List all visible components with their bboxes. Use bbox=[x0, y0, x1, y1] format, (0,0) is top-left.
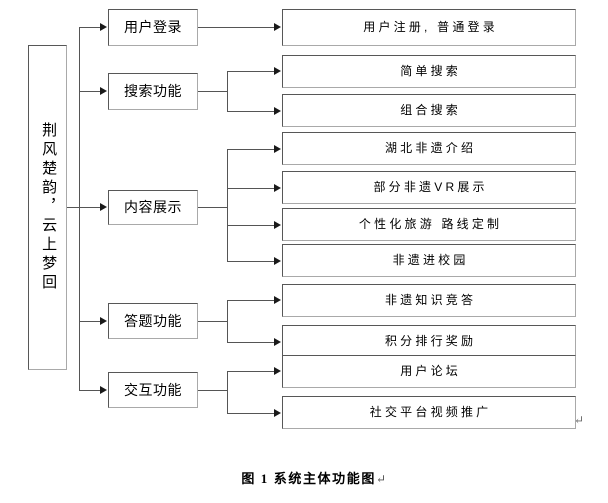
connector-content-to-campus bbox=[227, 261, 275, 262]
leaf-partial-ich-vr-display[interactable]: 部分非遗VR展示 bbox=[282, 171, 576, 204]
connector-content-to-vr bbox=[227, 188, 275, 189]
connector-interaction-stem bbox=[198, 390, 227, 391]
arrow-head-icon bbox=[274, 367, 281, 375]
figure-caption-text: 图 1 系统主体功能图 bbox=[241, 471, 376, 486]
connector-root-to-interaction bbox=[79, 390, 101, 391]
connector-quiz-spine bbox=[227, 300, 228, 342]
leaf-user-register-login[interactable]: 用户注册, 普通登录 bbox=[282, 9, 576, 46]
connector-user-login-to-register bbox=[198, 27, 275, 28]
arrow-head-icon bbox=[274, 296, 281, 304]
root-trunk-vertical bbox=[79, 27, 80, 390]
connector-search-to-simple bbox=[227, 71, 275, 72]
leaf-user-forum[interactable]: 用户论坛 bbox=[282, 355, 576, 388]
connector-interaction-to-social bbox=[227, 413, 275, 414]
arrow-head-icon bbox=[100, 87, 107, 95]
connector-search-stem bbox=[198, 91, 227, 92]
node-interaction-function[interactable]: 交互功能 bbox=[108, 372, 198, 408]
arrow-head-icon bbox=[274, 257, 281, 265]
system-function-diagram: 荆风楚韵，云上梦回 用户登录 搜索功能 内容展示 答题功能 交互功能 bbox=[28, 9, 585, 486]
arrow-head-icon bbox=[100, 317, 107, 325]
connector-content-spine bbox=[227, 149, 228, 261]
leaf-ich-into-campus[interactable]: 非遗进校园 bbox=[282, 244, 576, 277]
leaf-points-ranking-reward[interactable]: 积分排行奖励 bbox=[282, 325, 576, 358]
connector-quiz-stem bbox=[198, 321, 227, 322]
node-quiz-function[interactable]: 答题功能 bbox=[108, 303, 198, 339]
connector-content-to-route bbox=[227, 225, 275, 226]
node-search-function[interactable]: 搜索功能 bbox=[108, 73, 198, 110]
leaf-ich-knowledge-quiz[interactable]: 非遗知识竞答 bbox=[282, 284, 576, 317]
root-stem-horizontal bbox=[67, 207, 79, 208]
connector-root-to-search bbox=[79, 91, 101, 92]
connector-search-to-combined bbox=[227, 111, 275, 112]
node-content-display[interactable]: 内容展示 bbox=[108, 190, 198, 225]
paragraph-mark-inline: ↵ bbox=[574, 413, 585, 427]
connector-root-to-quiz bbox=[79, 321, 101, 322]
arrow-head-icon bbox=[274, 221, 281, 229]
connector-interaction-spine bbox=[227, 371, 228, 413]
connector-quiz-to-ranking bbox=[227, 342, 275, 343]
leaf-social-video-promotion[interactable]: 社交平台视频推广 bbox=[282, 396, 576, 429]
leaf-hubei-ich-intro[interactable]: 湖北非遗介绍 bbox=[282, 132, 576, 165]
connector-search-spine bbox=[227, 71, 228, 111]
connector-content-to-intro bbox=[227, 149, 275, 150]
connector-interaction-to-forum bbox=[227, 371, 275, 372]
arrow-head-icon bbox=[274, 338, 281, 346]
leaf-personalized-travel-route[interactable]: 个性化旅游 路线定制 bbox=[282, 208, 576, 241]
connector-content-stem bbox=[198, 207, 227, 208]
leaf-combined-search[interactable]: 组合搜索 bbox=[282, 94, 576, 127]
node-user-login[interactable]: 用户登录 bbox=[108, 9, 198, 46]
paragraph-mark-caption: ↵ bbox=[375, 472, 387, 486]
arrow-head-icon bbox=[274, 107, 281, 115]
arrow-head-icon bbox=[100, 386, 107, 394]
arrow-head-icon bbox=[274, 145, 281, 153]
figure-caption: 图 1 系统主体功能图↵ bbox=[0, 452, 608, 503]
arrow-head-icon bbox=[100, 203, 107, 211]
arrow-head-icon bbox=[100, 23, 107, 31]
arrow-head-icon bbox=[274, 409, 281, 417]
arrow-head-icon bbox=[274, 23, 281, 31]
connector-root-to-content bbox=[79, 207, 101, 208]
leaf-simple-search[interactable]: 简单搜索 bbox=[282, 55, 576, 88]
connector-root-to-user-login bbox=[79, 27, 101, 28]
arrow-head-icon bbox=[274, 184, 281, 192]
connector-quiz-to-knowledge bbox=[227, 300, 275, 301]
root-node-box[interactable]: 荆风楚韵，云上梦回 bbox=[28, 45, 67, 370]
arrow-head-icon bbox=[274, 67, 281, 75]
